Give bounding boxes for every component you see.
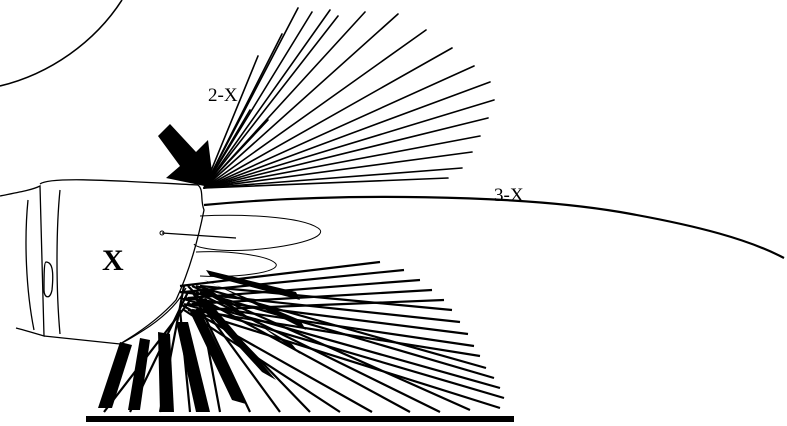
upper-fan (204, 8, 494, 188)
label-x: X (102, 244, 124, 277)
petal-shapes (194, 215, 321, 276)
fan-ray (204, 82, 490, 188)
arrow-pointer-icon (158, 124, 214, 188)
long-curve-line (204, 197, 784, 258)
base-bar (86, 416, 514, 422)
label-2x: 2-X (208, 85, 238, 106)
fan-ray (204, 30, 426, 188)
label-3x: 3-X (494, 185, 524, 206)
outer-arc (0, 0, 122, 86)
fan-ray (204, 34, 282, 188)
